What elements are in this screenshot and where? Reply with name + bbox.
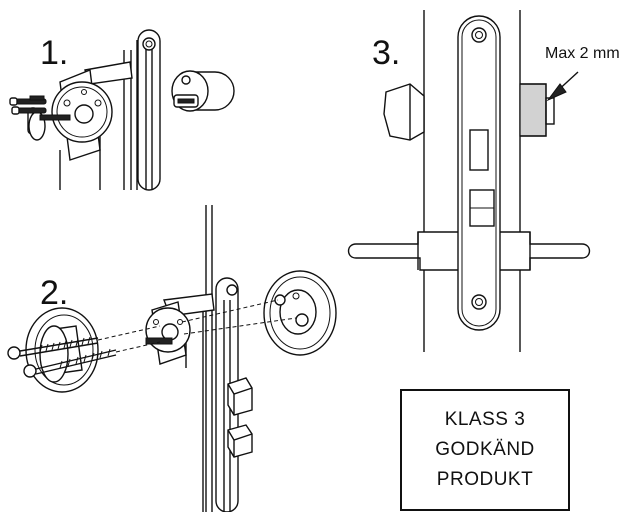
- certification-line-1: KLASS 3: [444, 409, 526, 430]
- lock-bracket-step2: [145, 293, 215, 368]
- lock-faceplate: [457, 15, 501, 331]
- frame-screw-slot: [145, 40, 153, 48]
- lock-cylinder-step1: [171, 70, 235, 112]
- escutcheon-rose-step1: [51, 81, 113, 143]
- mounting-screws-step1: [9, 95, 47, 115]
- door-frame-step1: [123, 29, 161, 191]
- cylinder-rose-step2: [263, 270, 337, 356]
- long-screws-step2: [7, 336, 117, 378]
- alignment-lines-step2: [97, 299, 297, 353]
- thumbturn-rose-step2: [25, 307, 99, 393]
- step-3-label: 3.: [372, 34, 401, 72]
- max-gap-callout: Max 2 mm: [545, 45, 620, 62]
- step3-illustration: [347, 10, 591, 352]
- door-frame-step2: [202, 205, 239, 513]
- step-1-label: 1.: [40, 34, 69, 72]
- certification-line-2: GODKÄND: [435, 439, 535, 460]
- cylinder-side-step3: [519, 83, 555, 137]
- step2-illustration: [7, 205, 337, 513]
- thumbturn-side-step3: [383, 83, 425, 141]
- certification-box: KLASS 3 GODKÄND PRODUKT: [400, 389, 570, 511]
- strike-blocks-step2: [227, 377, 253, 458]
- certification-line-3: PRODUKT: [436, 469, 534, 490]
- step1-illustration: [9, 29, 235, 191]
- lever-handle-right: [497, 231, 591, 271]
- lever-handle-left: [347, 231, 461, 271]
- callout-arrow-icon: [546, 71, 579, 102]
- frame-screw-icon: [142, 37, 156, 51]
- frame-screw-step2-icon: [226, 284, 238, 296]
- step-2-label: 2.: [40, 274, 69, 312]
- thumbturn-knob-step1: [27, 107, 71, 141]
